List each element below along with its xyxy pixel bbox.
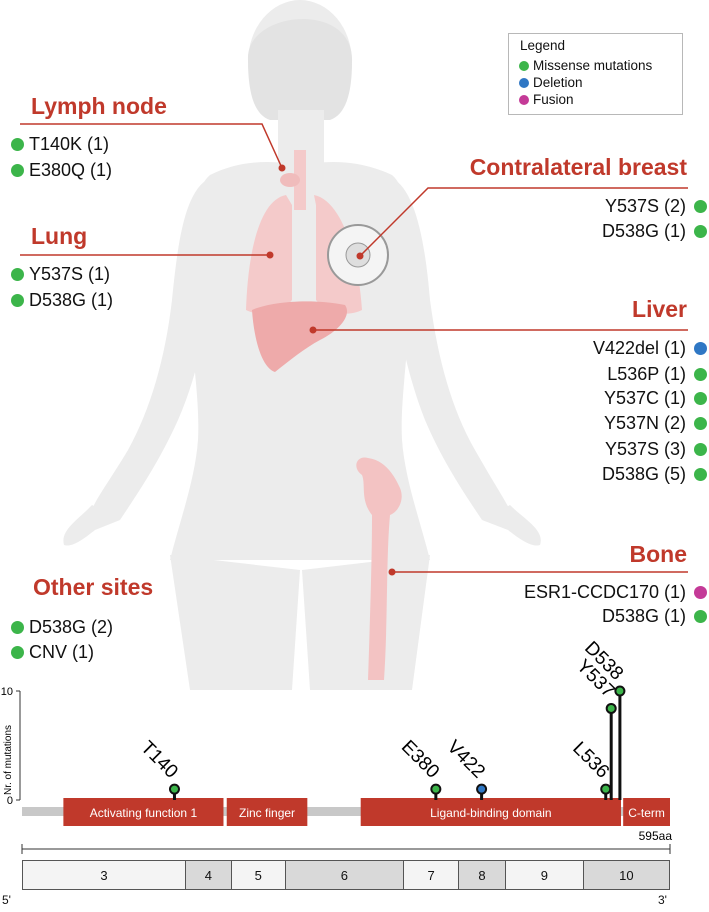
missense-dot-icon	[694, 367, 707, 381]
missense-dot-icon	[11, 645, 24, 659]
legend-item-missense: Missense mutations	[519, 58, 652, 73]
missense-dot-icon	[11, 137, 24, 151]
three-prime-label: 3'	[658, 893, 667, 907]
protein-backbone	[22, 807, 670, 816]
missense-dot-icon	[11, 267, 24, 281]
missense-dot-icon	[694, 442, 707, 456]
missense-dot-icon	[11, 293, 24, 307]
mutation-other-1: D538G (2)	[11, 614, 113, 640]
exon-6: 6	[284, 861, 404, 889]
domain-label: Ligand-binding domain	[430, 806, 551, 820]
domain-box	[226, 798, 308, 826]
y-axis: 0 10	[1, 686, 21, 807]
exon-4: 4	[185, 861, 231, 889]
missense-dot-icon	[519, 60, 529, 71]
mutation-lymph-node-2: E380Q (1)	[11, 157, 112, 183]
mutation-bone-1: ESR1-CCDC170 (1)	[524, 579, 707, 605]
missense-dot-icon	[694, 224, 707, 238]
site-title-other-sites: Other sites	[33, 574, 154, 600]
mutation-other-2: CNV (1)	[11, 639, 94, 665]
mutation-lymph-node-1: T140K (1)	[11, 131, 109, 157]
mutation-lung-2: D538G (1)	[11, 287, 113, 313]
missense-dot-icon	[694, 467, 707, 481]
exon-5: 5	[230, 861, 285, 889]
length-label: 595aa	[639, 829, 673, 843]
domain-box	[623, 798, 670, 826]
mutation-breast-2: D538G (1)	[602, 218, 707, 244]
length-scale: 595aa	[21, 829, 673, 854]
site-title-lung: Lung	[31, 223, 88, 249]
deletion-dot-icon	[519, 77, 529, 88]
legend-title: Legend	[520, 38, 566, 53]
legend-item-fusion: Fusion	[519, 92, 574, 107]
mutation-label: V422	[443, 736, 489, 782]
mutation-lung-1: Y537S (1)	[11, 261, 110, 287]
missense-dot-icon	[694, 609, 707, 623]
lollipop-plot: 0 10 Nr. of mutations Activating function…	[1, 640, 673, 854]
mutation-bone-2: D538G (1)	[602, 603, 707, 629]
mutation-liver-4: Y537N (2)	[604, 410, 707, 436]
five-prime-label: 5'	[2, 893, 11, 907]
lollipop-head	[600, 783, 612, 795]
domain-label: C-term	[628, 806, 665, 820]
mutation-liver-1: V422del (1)	[593, 335, 707, 361]
legend-box: Legend Missense mutations Deletion Fusio…	[508, 33, 683, 115]
y-axis-label: Nr. of mutations	[3, 725, 14, 795]
mutation-liver-2: L536P (1)	[607, 361, 707, 387]
lollipop-head	[605, 702, 617, 714]
domain-label: Zinc finger	[239, 806, 295, 820]
lollipop-head	[476, 783, 488, 795]
domain-box	[63, 798, 224, 826]
site-title-lymph-node: Lymph node	[31, 93, 167, 119]
exon-10: 10	[582, 861, 669, 889]
mutation-label: E380	[397, 736, 443, 782]
missense-dot-icon	[694, 416, 707, 430]
mutation-label: L536	[568, 738, 613, 783]
connector-lines	[20, 123, 688, 576]
missense-dot-icon	[694, 391, 707, 405]
site-title-bone: Bone	[629, 541, 688, 567]
site-title-contralateral-breast: Contralateral breast	[469, 154, 687, 180]
lollipop-head	[614, 685, 626, 697]
exon-7: 7	[403, 861, 459, 889]
missense-dot-icon	[11, 163, 24, 177]
fusion-dot-icon	[519, 94, 529, 105]
domain-box	[360, 798, 621, 826]
body-illustration	[63, 0, 541, 690]
mutation-label: T140	[136, 737, 181, 782]
mutation-breast-1: Y537S (2)	[605, 193, 707, 219]
legend-item-deletion: Deletion	[519, 75, 583, 90]
site-title-liver: Liver	[632, 296, 687, 322]
exon-3: 3	[23, 861, 186, 889]
y-tick-label: 10	[1, 686, 13, 698]
mutation-liver-6: D538G (5)	[602, 461, 707, 487]
missense-dot-icon	[11, 620, 24, 634]
mutation-liver-3: Y537C (1)	[604, 385, 707, 411]
y-tick-label: 0	[7, 795, 13, 807]
protein-domains: Activating function 1 Zinc finger Ligand-b…	[63, 798, 670, 826]
exon-9: 9	[504, 861, 583, 889]
domain-label: Activating function 1	[90, 806, 198, 820]
backbone-bar	[22, 807, 670, 816]
fusion-dot-icon	[694, 585, 707, 599]
mutation-liver-5: Y537S (3)	[605, 436, 707, 462]
lollipop-head	[168, 783, 180, 795]
lollipop-head	[430, 783, 442, 795]
missense-dot-icon	[694, 199, 707, 213]
deletion-dot-icon	[694, 341, 707, 355]
exon-8: 8	[458, 861, 505, 889]
